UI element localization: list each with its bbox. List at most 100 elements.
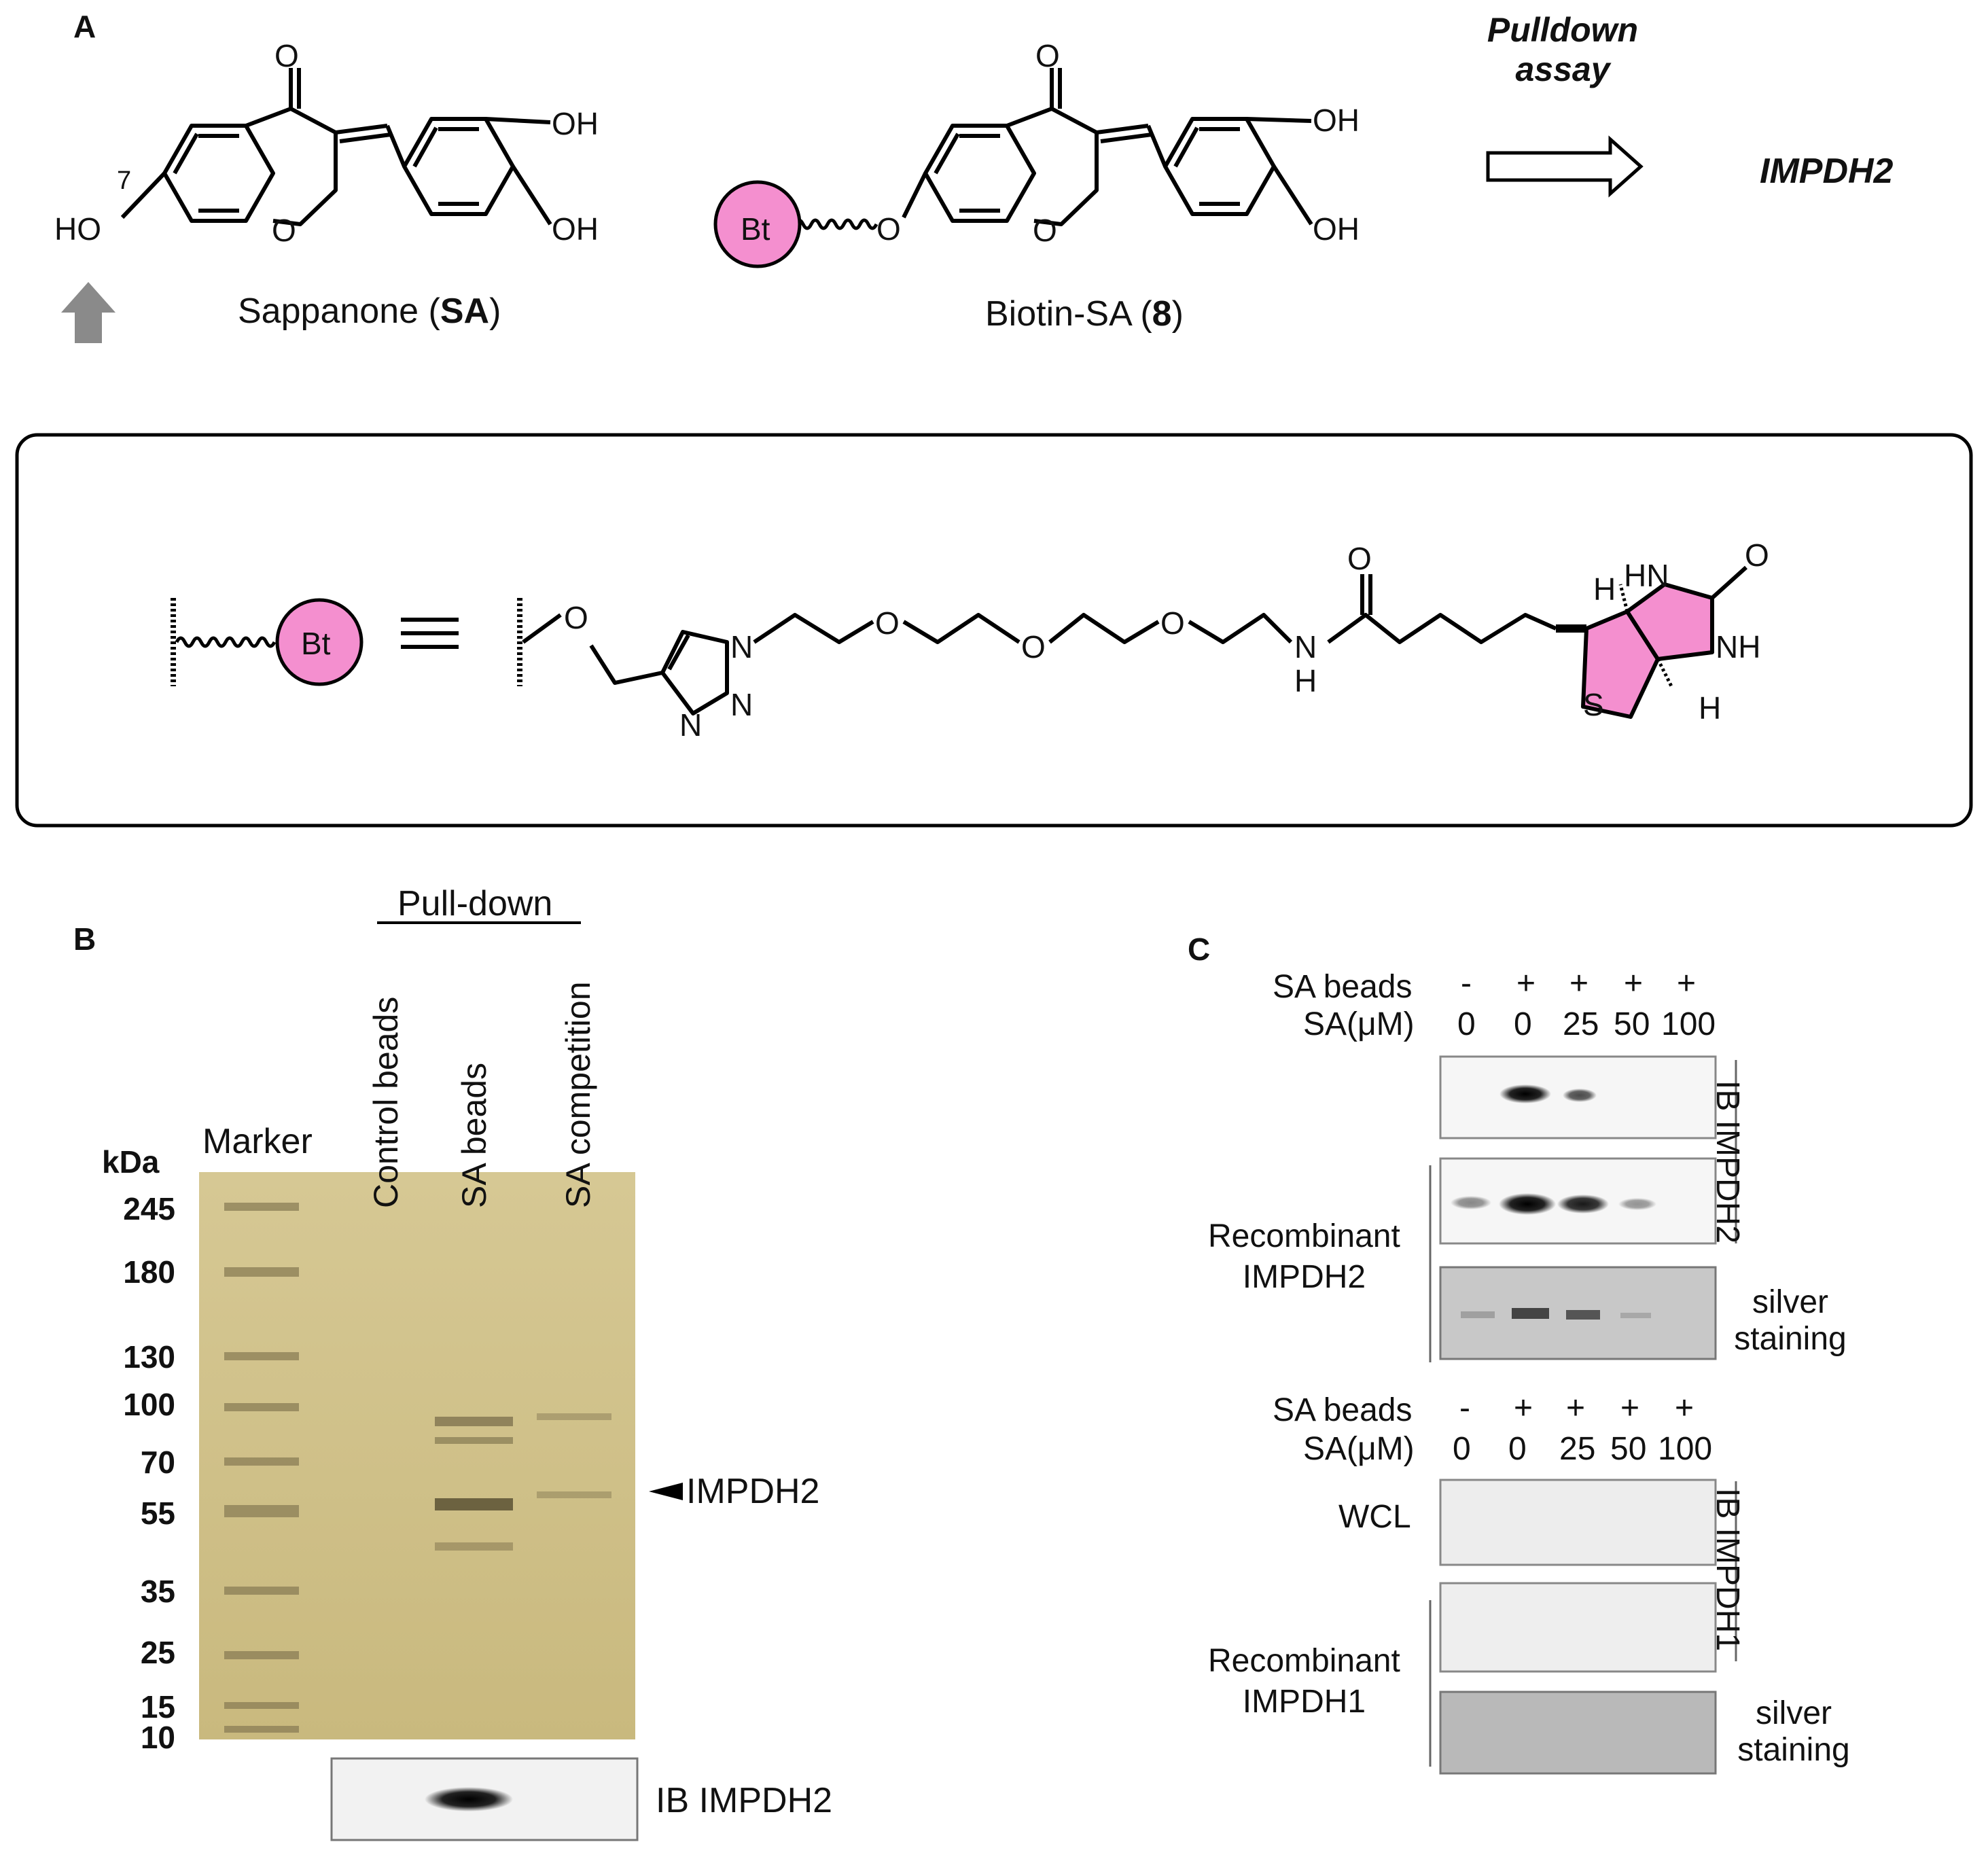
c-bottom-silver-staining: silver staining <box>1737 1695 1850 1768</box>
kda-130: 130 <box>123 1339 175 1375</box>
gel-marker-lane <box>224 1203 299 1733</box>
gel-competition-lane <box>537 1413 611 1498</box>
pulldown-assay-label: Pulldown assay <box>1487 11 1639 88</box>
c-top-sa-beads-v2: + <box>1516 966 1536 1002</box>
kda-55: 55 <box>140 1496 175 1531</box>
linker-carbonyl-o: O <box>1745 537 1769 573</box>
c-bottom-sa-um-v2: 0 <box>1508 1431 1527 1467</box>
linker-structure <box>171 574 1557 715</box>
sa-ho: HO <box>54 211 101 247</box>
c-bottom-wcl: WCL <box>1338 1499 1411 1535</box>
c-top-sa-beads-v4: + <box>1624 966 1644 1002</box>
kda-180: 180 <box>123 1254 175 1290</box>
bt-circle-top <box>713 180 802 268</box>
linker-h1: H <box>1593 571 1616 607</box>
c-bottom-sa-beads-v3: + <box>1566 1390 1586 1426</box>
biotin-sa-structure <box>793 68 1313 230</box>
sa-oh-top: OH <box>552 106 599 141</box>
lane-sa-competition: SA competition <box>559 981 597 1208</box>
sa-ketone-o: O <box>274 38 299 73</box>
lane-sa-beads: SA beads <box>455 1062 493 1208</box>
linker-n3: N <box>679 707 703 743</box>
bsa-ketone-o: O <box>1035 38 1060 73</box>
c-top-sa-um-v3: 25 <box>1563 1006 1599 1042</box>
linker-o2: O <box>875 605 900 641</box>
sappanone-structure <box>120 68 552 226</box>
sa-position-7: 7 <box>117 166 132 195</box>
impdh2-arrowhead <box>649 1483 683 1500</box>
bsa-oh-bottom: OH <box>1313 211 1360 247</box>
pulldown-arrow <box>1486 135 1644 198</box>
c-top-silver-staining: silver staining <box>1734 1284 1847 1357</box>
c-bottom-wcl-blot <box>1439 1479 1717 1566</box>
ib-impdh2-band <box>425 1787 513 1811</box>
linker-n2: N <box>730 687 753 722</box>
c-top-sa-um-v1: 0 <box>1457 1006 1476 1042</box>
kda-245: 245 <box>123 1191 175 1226</box>
linker-amide-n: N <box>1294 629 1317 665</box>
linker-o3: O <box>1021 629 1046 665</box>
c-bottom-sa-um-label: SA(μM) <box>1303 1431 1415 1467</box>
bt-circle-linker <box>275 598 363 686</box>
linker-s: S <box>1583 687 1604 722</box>
linker-nh: NH <box>1716 629 1761 665</box>
c-top-sa-beads-v3: + <box>1569 966 1589 1002</box>
panel-c-letter: C <box>1188 932 1211 967</box>
bsa-ring-o: O <box>1033 213 1057 248</box>
panel-b-letter: B <box>73 921 96 957</box>
c-bottom-sa-beads-v4: + <box>1620 1390 1640 1426</box>
sa-caption: Sappanone (SA) <box>238 291 501 331</box>
panel-a-letter: A <box>73 9 96 44</box>
linker-h2: H <box>1699 690 1722 726</box>
position-7-arrow <box>61 282 116 343</box>
bsa-caption: Biotin-SA (8) <box>985 294 1184 334</box>
lane-control-beads: Control beads <box>367 996 405 1208</box>
bsa-ether-o: O <box>876 211 901 247</box>
c-top-sa-um-v2: 0 <box>1514 1006 1532 1042</box>
kda-70: 70 <box>140 1445 175 1480</box>
gel-sa-lane <box>435 1417 513 1551</box>
c-top-recombinant: Recombinant IMPDH2 <box>1208 1218 1400 1295</box>
c-bottom-sa-beads-v5: + <box>1675 1390 1694 1426</box>
c-bottom-rec-blot <box>1439 1582 1717 1673</box>
c-bottom-sa-um-v4: 50 <box>1610 1431 1647 1467</box>
biotin-rings <box>1556 565 1748 719</box>
gel-silver <box>199 1172 635 1739</box>
kda-15: 15 <box>140 1689 175 1725</box>
c-bottom-silver-blot <box>1439 1691 1717 1775</box>
pulldown-header: Pull-down <box>397 884 553 923</box>
c-bottom-sa-beads-v1: - <box>1459 1390 1470 1426</box>
linker-hn: HN <box>1624 558 1669 593</box>
linker-amide-o: O <box>1347 541 1372 576</box>
lane-marker: Marker <box>202 1122 313 1161</box>
c-top-sa-um-label: SA(μM) <box>1303 1006 1415 1042</box>
bsa-bt-label: Bt <box>741 211 770 247</box>
c-bottom-recombinant: Recombinant IMPDH1 <box>1208 1643 1400 1720</box>
c-top-sa-beads-label: SA beads <box>1273 969 1413 1005</box>
c-top-sa-beads-v1: - <box>1461 966 1472 1002</box>
ib-impdh2-label: IB IMPDH2 <box>656 1781 833 1820</box>
kda-label: kDa <box>102 1144 160 1180</box>
kda-35: 35 <box>140 1574 175 1609</box>
bsa-oh-top: OH <box>1313 103 1360 138</box>
linker-o4: O <box>1160 605 1185 641</box>
linker-n1: N <box>730 629 753 665</box>
c-bottom-sa-beads-v2: + <box>1514 1390 1533 1426</box>
c-bottom-sa-um-v1: 0 <box>1453 1431 1471 1467</box>
target-impdh2: IMPDH2 <box>1760 152 1894 191</box>
c-top-sa-beads-v5: + <box>1677 966 1697 1002</box>
linker-box <box>15 433 1973 828</box>
kda-100: 100 <box>123 1387 175 1422</box>
c-bottom-sa-um-v5: 100 <box>1658 1431 1713 1467</box>
linker-o1: O <box>564 600 588 635</box>
c-top-sa-um-v4: 50 <box>1614 1006 1650 1042</box>
c-top-sa-um-v5: 100 <box>1661 1006 1716 1042</box>
sa-ring-o: O <box>272 213 296 248</box>
impdh2-arrow-label: IMPDH2 <box>686 1472 820 1511</box>
c-bottom-sa-beads-label: SA beads <box>1273 1392 1413 1428</box>
kda-25: 25 <box>140 1635 175 1670</box>
c-bottom-ib-label: IB IMPDH1 <box>1709 1488 1745 1652</box>
c-bottom-sa-um-v3: 25 <box>1559 1431 1596 1467</box>
c-top-ib-label: IB IMPDH2 <box>1709 1080 1745 1244</box>
